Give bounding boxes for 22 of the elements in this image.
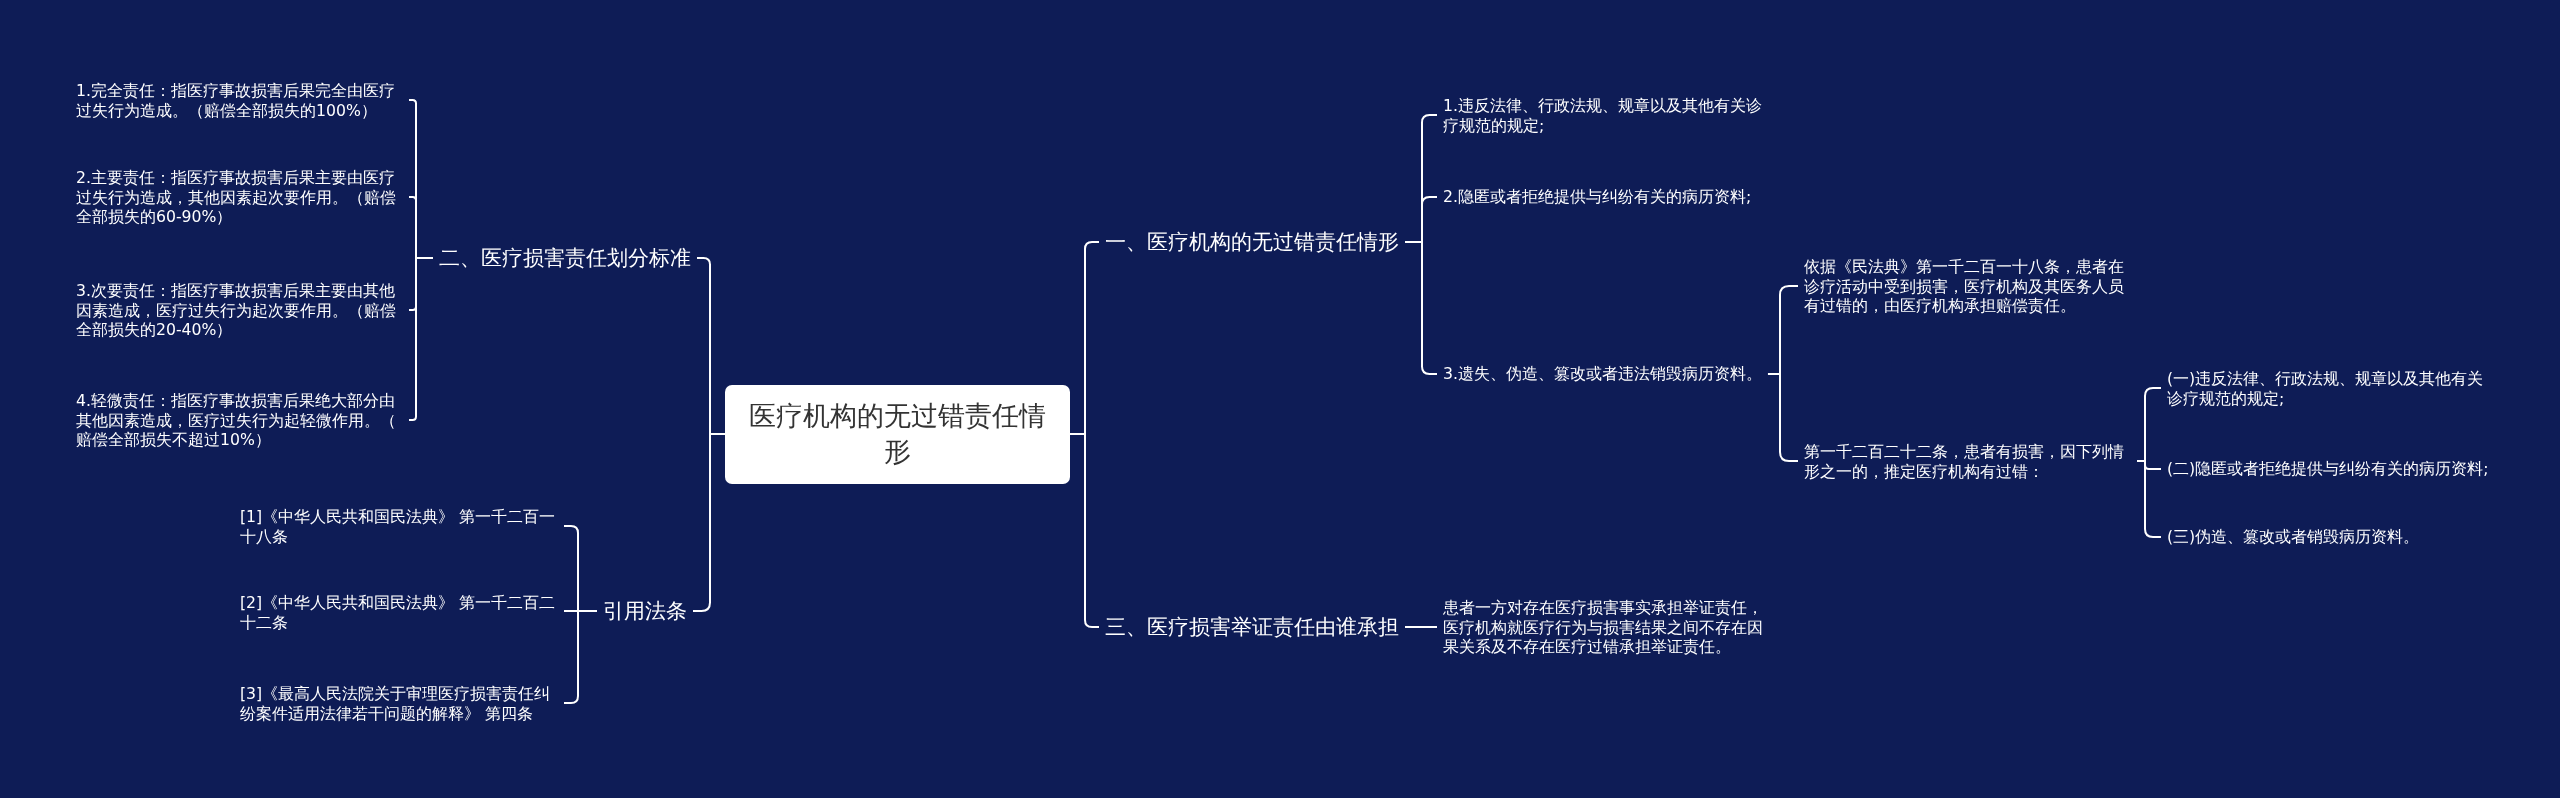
note-text: 1.违反法律、行政法规、规章以及其他有关诊疗规范的规定; <box>1437 95 1776 135</box>
note-text: (三)伪造、篡改或者销毁病历资料。 <box>2161 527 2426 547</box>
note-text: 3.遗失、伪造、篡改或者违法销毁病历资料。 <box>1437 364 1768 384</box>
topic-label: 三、医疗损害举证责任由谁承担 <box>1099 614 1405 640</box>
central-topic-box: 医疗机构的无过错责任情形 <box>725 384 1070 484</box>
note-text: (二)隐匿或者拒绝提供与纠纷有关的病历资料; <box>2161 459 2495 479</box>
note-text: 4.轻微责任：指医疗事故损害后果绝大部分由其他因素造成，医疗过失行为起轻微作用。（赔偿全部损失不超过10%） <box>70 390 409 450</box>
note-text: [1]《中华人民共和国民法典》 第一千二百一十八条 <box>234 506 564 546</box>
note-text: [2]《中华人民共和国民法典》 第一千二百二十二条 <box>234 592 564 632</box>
topic-label: 二、医疗损害责任划分标准 <box>433 245 697 271</box>
note-text: 2.主要责任：指医疗事故损害后果主要由医疗过失行为造成，其他因素起次要作用。（赔偿全部损失的60-90%） <box>70 167 409 227</box>
topic-label: 引用法条 <box>597 598 693 624</box>
note-text: 2.隐匿或者拒绝提供与纠纷有关的病历资料; <box>1437 187 1758 207</box>
note-text: 第一千二百二十二条，患者有损害，因下列情形之一的，推定医疗机构有过错： <box>1798 441 2137 481</box>
note-text: 3.次要责任：指医疗事故损害后果主要由其他因素造成，医疗过失行为起次要作用。（赔偿全部损失的20-40%） <box>70 280 409 340</box>
note-text: 患者一方对存在医疗损害事实承担举证责任，医疗机构就医疗行为与损害结果之间不存在因果关系及不存在医疗过错承担举证责任。 <box>1437 597 1776 657</box>
connector-line <box>1404 626 1438 628</box>
note-text: 依据《民法典》第一千二百一十八条，患者在诊疗活动中受到损害，医疗机构及其医务人员有过错的，由医疗机构承担赔偿责任。 <box>1798 256 2137 316</box>
topic-label: 一、医疗机构的无过错责任情形 <box>1099 229 1405 255</box>
note-text: [3]《最高人民法院关于审理医疗损害责任纠纷案件适用法律若干问题的解释》 第四条 <box>234 683 564 723</box>
note-text: (一)违反法律、行政法规、规章以及其他有关诊疗规范的规定; <box>2161 368 2500 408</box>
note-text: 1.完全责任：指医疗事故损害后果完全由医疗过失行为造成。（赔偿全部损失的100%） <box>70 80 409 120</box>
